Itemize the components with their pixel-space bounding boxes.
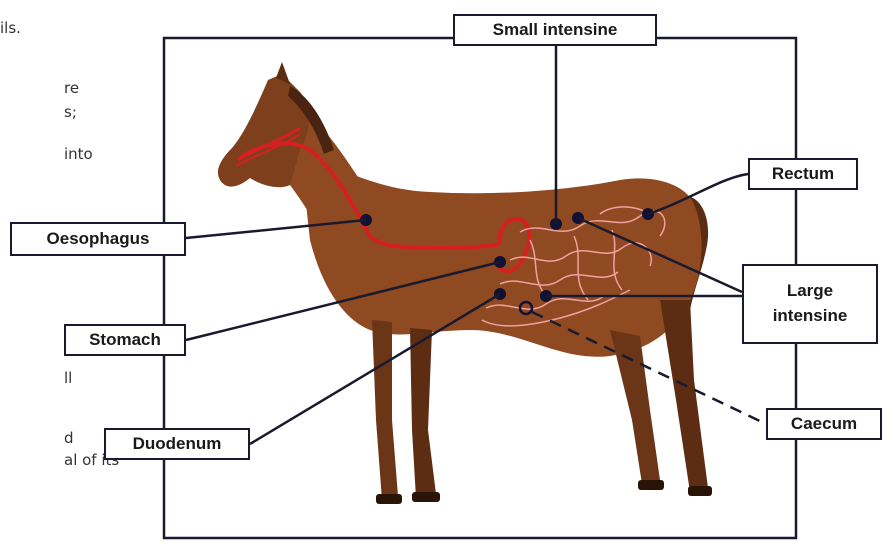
label-small-intestine: Small intensine — [453, 14, 657, 46]
label-duodenum: Duodenum — [104, 428, 250, 460]
label-oesophagus: Oesophagus — [10, 222, 186, 256]
horse-illustration — [218, 62, 712, 504]
label-large-intestine-line2: intensine — [773, 307, 848, 326]
label-large-intestine: Large intensine — [742, 264, 878, 344]
label-caecum: Caecum — [766, 408, 882, 440]
label-rectum: Rectum — [748, 158, 858, 190]
label-large-intestine-line1: Large — [787, 282, 833, 301]
label-stomach: Stomach — [64, 324, 186, 356]
